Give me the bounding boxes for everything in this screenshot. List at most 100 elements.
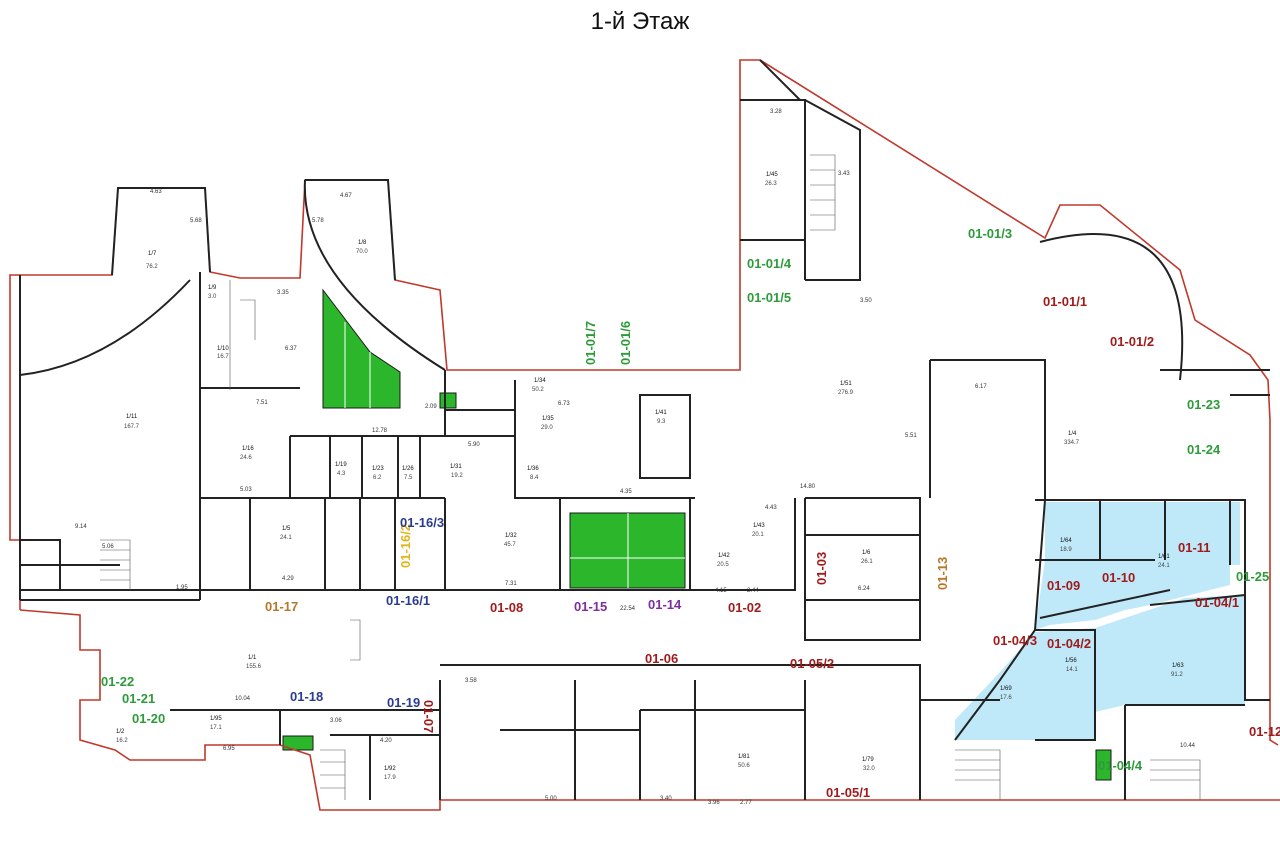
svg-text:12.78: 12.78 [372,428,388,434]
floor-title: 1-й Этаж [590,8,690,35]
zone-01-04-1: 01-04/1 [1195,595,1239,610]
zone-01-20: 01-20 [132,711,165,726]
zone-01-15: 01-15 [574,599,607,614]
svg-text:5.68: 5.68 [190,218,202,224]
room-1-43-area: 20.1 [752,532,764,538]
room-1-16-area: 24.6 [240,455,252,461]
room-1-23: 1/23 [372,466,384,472]
zone-01-04-2: 01-04/2 [1047,636,1091,651]
zone-01-07: 01-07 [421,700,436,733]
room-labels: 1/7 76.2 1/8 70.0 1/9 3.0 1/10 16.7 1/11… [116,172,1184,781]
zone-01-22: 01-22 [101,674,134,689]
svg-text:4.29: 4.29 [282,576,294,582]
room-1-56: 1/56 [1065,658,1077,664]
green-subroom-lines [344,322,685,588]
zone-01-16-3: 01-16/3 [400,515,444,530]
svg-text:10.44: 10.44 [1180,743,1196,749]
room-1-36: 1/36 [527,466,539,472]
svg-text:7.31: 7.31 [505,581,517,587]
room-1-5: 1/5 [282,526,291,532]
zone-01-01-1: 01-01/1 [1043,294,1087,309]
room-1-1-area: 155.6 [246,664,262,670]
zone-01-21: 01-21 [122,691,155,706]
svg-text:5.78: 5.78 [312,218,324,224]
room-1-92-area: 17.9 [384,775,396,781]
svg-text:4.20: 4.20 [380,738,392,744]
room-1-9-area: 3.0 [208,294,217,300]
svg-text:3.96: 3.96 [708,800,720,806]
svg-text:5.06: 5.06 [102,544,114,550]
room-1-51-area: 276.9 [838,390,854,396]
svg-text:2.44: 2.44 [747,588,759,594]
svg-text:3.50: 3.50 [860,298,872,304]
room-1-81-area: 50.6 [738,763,750,769]
zone-01-05-1: 01-05/1 [826,785,870,800]
zone-01-25: 01-25 [1236,569,1269,584]
room-1-4-area: 334.7 [1064,440,1080,446]
zone-01-06: 01-06 [645,651,678,666]
svg-text:3.35: 3.35 [277,290,289,296]
room-1-8-area: 70.0 [356,249,368,255]
room-1-95: 1/95 [210,716,222,722]
svg-text:2.09: 2.09 [425,404,437,410]
svg-text:6.24: 6.24 [858,586,870,592]
room-1-41: 1/41 [655,410,667,416]
svg-text:22.54: 22.54 [620,606,636,612]
svg-text:7.51: 7.51 [256,400,268,406]
room-1-81: 1/81 [738,754,750,760]
room-1-69: 1/69 [1000,686,1012,692]
room-1-63: 1/63 [1172,663,1184,669]
zone-01-08: 01-08 [490,600,523,615]
room-1-6-area: 26.1 [861,559,873,565]
zone-01-01-5: 01-01/5 [747,290,791,305]
svg-text:9.14: 9.14 [75,524,87,530]
svg-text:5.03: 5.03 [240,487,252,493]
svg-text:4.15: 4.15 [715,588,727,594]
zone-01-16-1: 01-16/1 [386,593,430,608]
zone-01-23: 01-23 [1187,397,1220,412]
room-1-69-area: 17.6 [1000,695,1012,701]
room-1-42: 1/42 [718,553,730,559]
zone-01-24: 01-24 [1187,442,1221,457]
room-1-95-area: 17.1 [210,725,222,731]
room-1-63-area: 91.2 [1171,672,1183,678]
room-1-64-area: 18.9 [1060,547,1072,553]
room-1-51: 1/51 [840,381,852,387]
room-1-79: 1/79 [862,757,874,763]
room-1-31-area: 19.2 [451,473,463,479]
zone-01-05-2: 01-05/2 [790,656,834,671]
svg-text:5.51: 5.51 [905,433,917,439]
zone-01-04-3: 01-04/3 [993,633,1037,648]
room-1-79-area: 32.0 [863,766,875,772]
zone-01-09: 01-09 [1047,578,1080,593]
zone-01-01-4: 01-01/4 [747,256,792,271]
svg-text:1.95: 1.95 [176,585,188,591]
room-1-92: 1/92 [384,766,396,772]
zone-01-10: 01-10 [1102,570,1135,585]
details [100,154,1201,800]
room-1-8: 1/8 [358,240,367,246]
room-1-32-area: 45.7 [504,542,516,548]
svg-text:5.00: 5.00 [545,796,557,802]
zone-01-17: 01-17 [265,599,298,614]
dimension-labels: 4.63 4.67 5.68 5.78 3.35 6.37 7.51 12.78… [75,109,1196,806]
room-1-4: 1/4 [1068,431,1077,437]
svg-text:14.80: 14.80 [800,484,816,490]
svg-text:3.28: 3.28 [770,109,782,115]
room-1-26: 1/26 [402,466,414,472]
walls [19,59,1270,800]
svg-text:3.43: 3.43 [838,171,850,177]
room-1-19: 1/19 [335,462,347,468]
svg-text:6.95: 6.95 [223,746,235,752]
zone-01-01-2: 01-01/2 [1110,334,1154,349]
room-1-5-area: 24.1 [280,535,292,541]
svg-text:3.06: 3.06 [330,718,342,724]
room-1-32: 1/32 [505,533,517,539]
zone-01-13: 01-13 [935,557,950,590]
zone-01-01-6: 01-01/6 [618,321,633,365]
room-1-16: 1/16 [242,446,254,452]
svg-text:10.04: 10.04 [235,696,251,702]
zone-01-01-3: 01-01/3 [968,226,1012,241]
svg-text:2.77: 2.77 [740,800,752,806]
